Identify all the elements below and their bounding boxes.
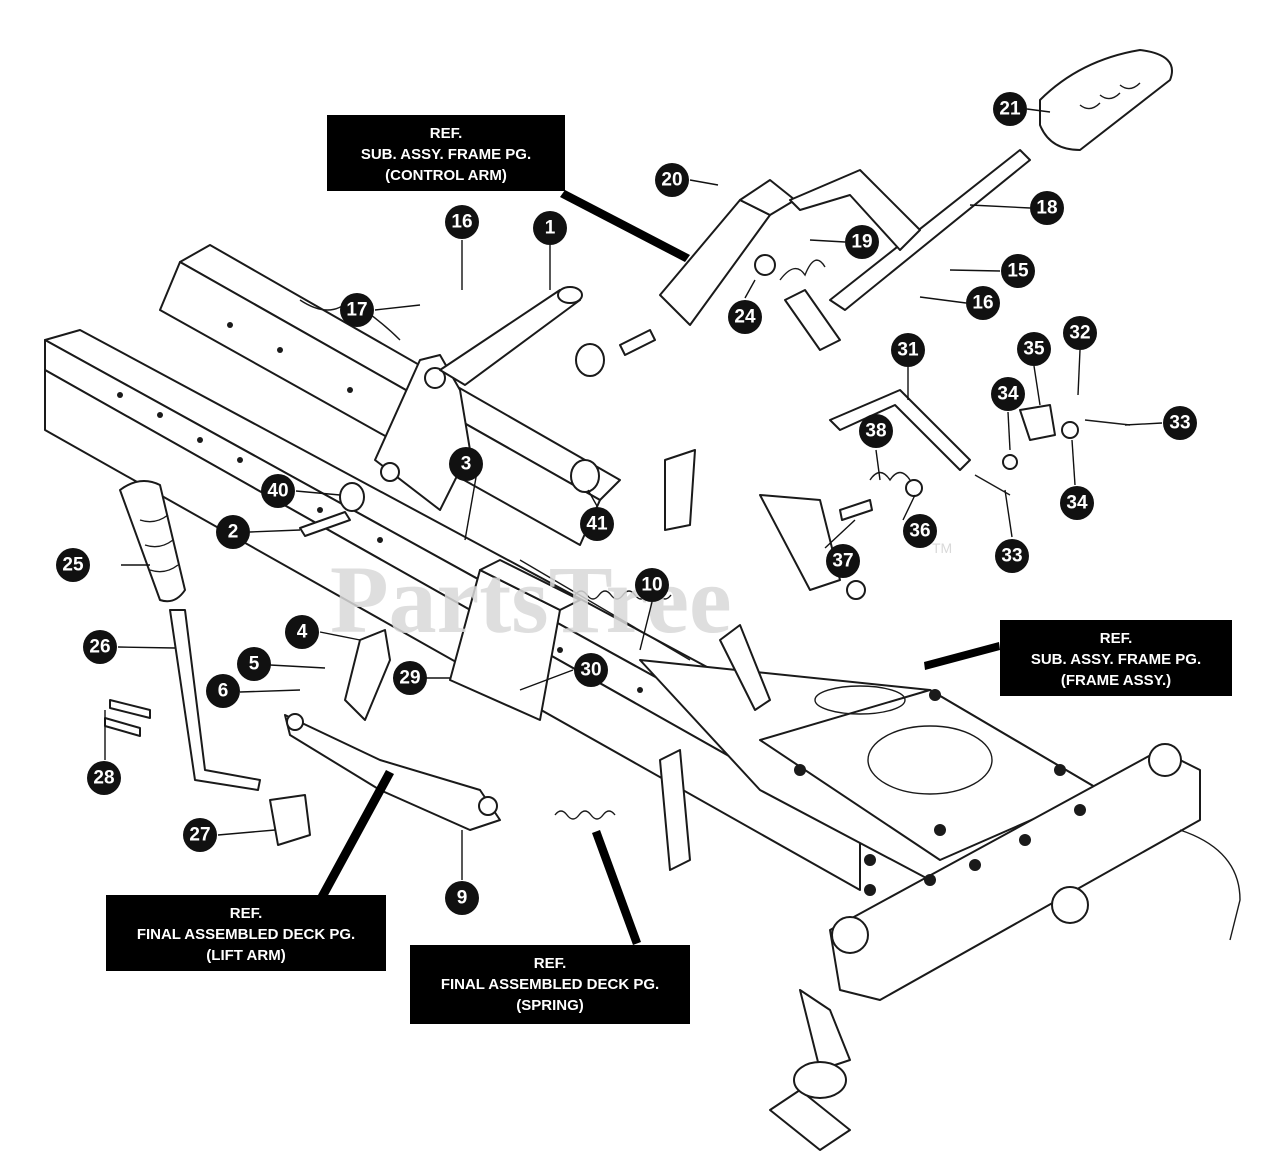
- ref-lift-arm-line3: (LIFT ARM): [206, 947, 285, 964]
- callout-36: 36: [903, 514, 937, 548]
- callout-19: 19: [845, 225, 879, 259]
- ref-lift-arm-line2: FINAL ASSEMBLED DECK PG.: [137, 926, 355, 943]
- callout-3: 3: [449, 447, 483, 481]
- svg-text:34: 34: [1066, 493, 1088, 514]
- callout-18: 18: [1030, 191, 1064, 225]
- svg-text:29: 29: [399, 668, 420, 689]
- svg-text:3: 3: [461, 454, 472, 475]
- callout-27: 27: [183, 818, 217, 852]
- callout-4: 4: [285, 615, 319, 649]
- ref-box-frame-assy: REF. SUB. ASSY. FRAME PG. (FRAME ASSY.): [1000, 620, 1232, 696]
- callout-16-right: 16: [966, 286, 1000, 320]
- svg-text:10: 10: [641, 575, 662, 596]
- callout-37: 37: [826, 544, 860, 578]
- callout-32: 32: [1063, 316, 1097, 350]
- ref-spring-line1: REF.: [534, 955, 567, 972]
- svg-text:37: 37: [832, 551, 853, 572]
- ref-spring-line3: (SPRING): [516, 997, 584, 1014]
- callout-17: 17: [340, 293, 374, 327]
- ref-box-control-arm: REF. SUB. ASSY. FRAME PG. (CONTROL ARM): [327, 115, 565, 191]
- svg-text:21: 21: [999, 99, 1021, 120]
- svg-text:34: 34: [997, 384, 1019, 405]
- svg-text:24: 24: [734, 307, 756, 328]
- callout-20: 20: [655, 163, 689, 197]
- svg-text:33: 33: [1001, 546, 1022, 567]
- svg-text:30: 30: [580, 660, 601, 681]
- svg-text:15: 15: [1007, 261, 1029, 282]
- callouts: 1 2 3 4 5 6 9 10 15 16 16 17 18 19 20 21…: [56, 92, 1197, 915]
- svg-text:1: 1: [545, 218, 556, 239]
- svg-text:20: 20: [661, 170, 682, 191]
- ref-frame-assy-line1: REF.: [1100, 630, 1133, 647]
- ref-control-arm-line1: REF.: [430, 125, 463, 142]
- svg-text:6: 6: [218, 681, 229, 702]
- frame-drawing: [44, 49, 1241, 1151]
- callout-24: 24: [728, 300, 762, 334]
- svg-text:25: 25: [62, 555, 84, 576]
- ref-box-lift-arm: REF. FINAL ASSEMBLED DECK PG. (LIFT ARM): [106, 895, 386, 971]
- callout-30: 30: [574, 653, 608, 687]
- ref-lift-arm-line1: REF.: [230, 905, 263, 922]
- svg-text:35: 35: [1023, 339, 1045, 360]
- svg-text:9: 9: [457, 888, 468, 909]
- callout-40: 40: [261, 474, 295, 508]
- svg-text:31: 31: [897, 340, 919, 361]
- svg-text:26: 26: [89, 637, 110, 658]
- callout-41: 41: [580, 507, 614, 541]
- watermark-text: PartsTree: [330, 546, 732, 653]
- ref-control-arm-line3: (CONTROL ARM): [385, 167, 507, 184]
- svg-text:28: 28: [93, 768, 114, 789]
- svg-text:4: 4: [297, 622, 308, 643]
- svg-text:17: 17: [346, 300, 367, 321]
- callout-34-bottom: 34: [1060, 486, 1094, 520]
- callout-33-bottom: 33: [995, 539, 1029, 573]
- ref-arrows: [318, 190, 1000, 945]
- callout-5: 5: [237, 647, 271, 681]
- callout-21: 21: [993, 92, 1027, 126]
- callout-34-top: 34: [991, 377, 1025, 411]
- callout-26: 26: [83, 630, 117, 664]
- svg-text:27: 27: [189, 825, 210, 846]
- callout-9: 9: [445, 881, 479, 915]
- svg-text:16: 16: [972, 293, 993, 314]
- svg-text:18: 18: [1036, 198, 1057, 219]
- callout-25: 25: [56, 548, 90, 582]
- svg-text:16: 16: [451, 212, 472, 233]
- ref-spring-line2: FINAL ASSEMBLED DECK PG.: [441, 976, 659, 993]
- callout-15: 15: [1001, 254, 1035, 288]
- watermark-tm: TM: [932, 540, 952, 556]
- callout-6: 6: [206, 674, 240, 708]
- callout-1: 1: [533, 211, 567, 245]
- svg-text:19: 19: [851, 232, 872, 253]
- svg-text:5: 5: [249, 654, 260, 675]
- callout-2: 2: [216, 515, 250, 549]
- svg-text:2: 2: [228, 522, 239, 543]
- callout-10: 10: [635, 568, 669, 602]
- ref-frame-assy-line3: (FRAME ASSY.): [1061, 672, 1171, 689]
- ref-box-spring: REF. FINAL ASSEMBLED DECK PG. (SPRING): [410, 945, 690, 1024]
- callout-35: 35: [1017, 332, 1051, 366]
- svg-text:40: 40: [267, 481, 288, 502]
- callout-16-top: 16: [445, 205, 479, 239]
- svg-text:41: 41: [586, 514, 608, 535]
- leader-lines: [104, 108, 1163, 880]
- svg-text:36: 36: [909, 521, 930, 542]
- callout-31: 31: [891, 333, 925, 367]
- callout-29: 29: [393, 661, 427, 695]
- callout-33-right: 33: [1163, 406, 1197, 440]
- svg-text:33: 33: [1169, 413, 1190, 434]
- callout-28: 28: [87, 761, 121, 795]
- ref-frame-assy-line2: SUB. ASSY. FRAME PG.: [1031, 651, 1201, 668]
- ref-control-arm-line2: SUB. ASSY. FRAME PG.: [361, 146, 531, 163]
- svg-text:32: 32: [1069, 323, 1090, 344]
- callout-38: 38: [859, 414, 893, 448]
- svg-text:38: 38: [865, 421, 886, 442]
